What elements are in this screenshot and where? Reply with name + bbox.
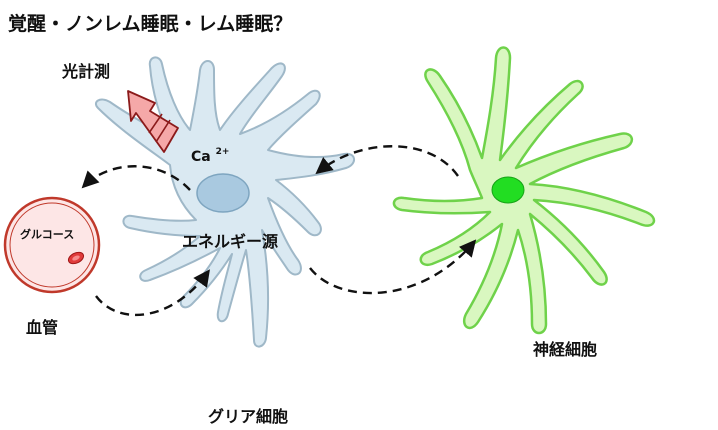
neuron-nucleus — [492, 177, 524, 203]
glia-nucleus — [197, 174, 249, 212]
diagram-title: 覚醒・ノンレム睡眠・レム睡眠？ — [8, 12, 292, 35]
neuron-label: 神経細胞 — [533, 340, 597, 359]
glucose-label: グルコース — [20, 227, 74, 241]
blood-vessel-label: 血管 — [26, 318, 58, 337]
energy-source-label: エネルギー源 — [182, 232, 278, 251]
glia-label: グリア細胞 — [208, 407, 288, 426]
calcium-symbol: Ca — [191, 149, 211, 165]
blood-vessel — [5, 198, 99, 292]
calcium-charge: 2+ — [216, 147, 230, 157]
optical-measurement-label: 光計測 — [61, 62, 110, 81]
blood-vessel-outer-wall — [5, 198, 99, 292]
neuron-cell — [394, 48, 654, 334]
